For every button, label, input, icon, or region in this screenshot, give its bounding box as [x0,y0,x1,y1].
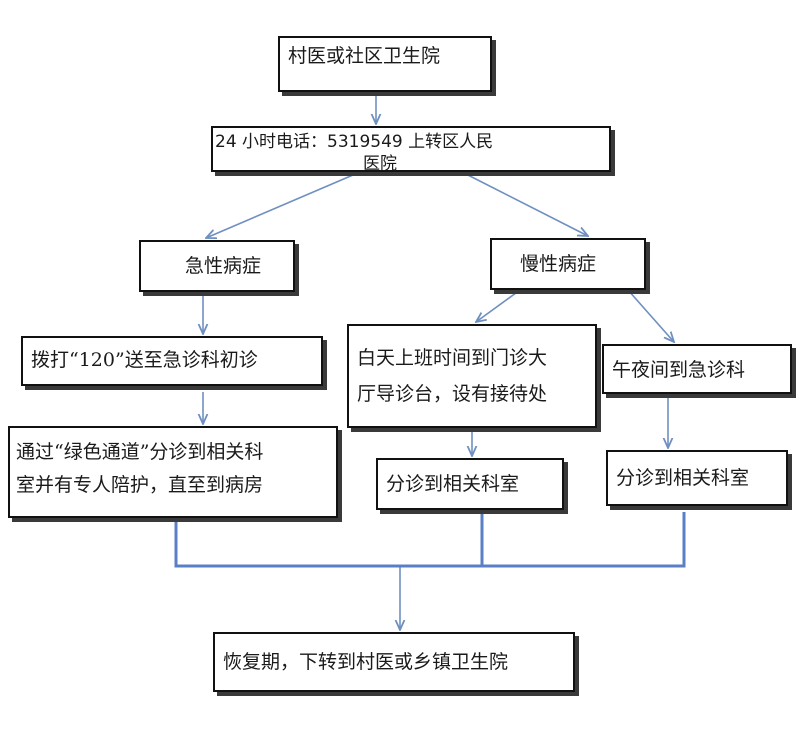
daytime-text-line2: 厅导诊台，设有接待处 [357,383,548,406]
arrow-chronic-to-night [627,289,674,342]
nighttime-box: 午夜间到急诊科 [602,344,792,394]
merge-bracket-right [482,512,686,568]
call-120-box: 拨打“120”送至急诊科初诊 [21,336,323,386]
dept-daytime-text: 分诊到相关科室 [386,473,520,495]
green-channel-box: 通过“绿色通道”分诊到相关科 室并有专人陪护，直至到病房 [8,426,338,518]
acute-box: 急性病症 [139,240,295,292]
recovery-box: 恢复期，下转到村医或乡镇卫生院 [213,632,575,692]
hotline-text-line2: 医院 [363,154,397,175]
recovery-text: 恢复期，下转到村医或乡镇卫生院 [223,651,509,673]
green-channel-text-line1: 通过“绿色通道”分诊到相关科 [16,441,264,463]
village-clinic-text: 村医或社区卫生院 [288,45,441,67]
acute-text: 急性病症 [185,255,262,277]
arrow-hotline-to-acute [206,171,361,238]
chronic-box: 慢性病症 [490,238,646,290]
dept-night-box: 分诊到相关科室 [606,450,788,506]
call-120-text: 拨打“120”送至急诊科初诊 [31,349,258,371]
hotline-box: 24 小时电话：5319549 上转区人民 医院 [211,126,611,175]
village-clinic-box: 村医或社区卫生院 [278,36,492,92]
dept-daytime-box: 分诊到相关科室 [376,458,564,510]
dept-night-text: 分诊到相关科室 [616,467,750,489]
merge-bracket-left [174,522,482,568]
nighttime-text: 午夜间到急诊科 [612,359,746,381]
arrow-hotline-to-chronic [461,171,588,236]
green-channel-text-line2: 室并有专人陪护，直至到病房 [16,474,264,497]
daytime-box: 白天上班时间到门诊大 厅导诊台，设有接待处 [347,324,597,428]
chronic-text: 慢性病症 [520,253,597,275]
hotline-text-line1: 24 小时电话：5319549 上转区人民 [215,132,494,152]
arrow-chronic-to-day [476,289,521,322]
daytime-text-line1: 白天上班时间到门诊大 [357,347,548,369]
